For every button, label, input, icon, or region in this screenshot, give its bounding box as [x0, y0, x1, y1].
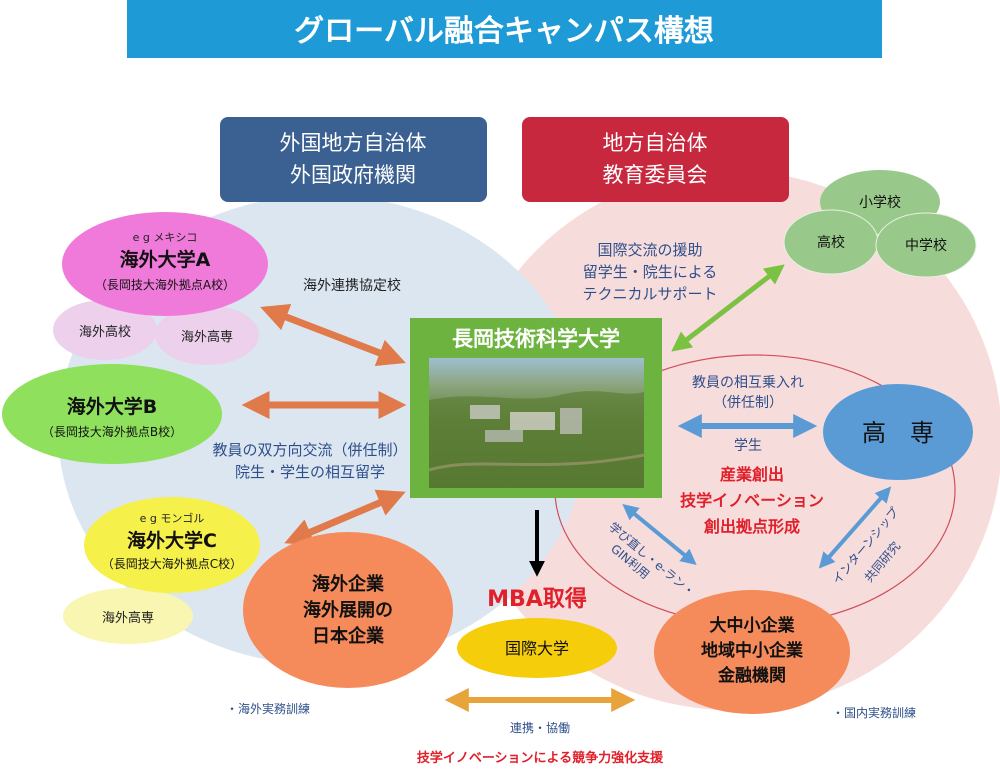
kosen-node	[823, 384, 973, 480]
univ-a-node	[62, 212, 268, 316]
overseas-high-school-label: 海外高校	[79, 324, 131, 340]
univ-b-node	[2, 364, 222, 464]
elementary-school-label: 小学校	[859, 194, 901, 211]
page-title: グローバル融合キャンパス構想	[294, 14, 714, 49]
overseas-high-school-node	[53, 300, 157, 360]
support-text-line2: 留学生・院生による	[583, 263, 718, 281]
intl-univ-label: 国際大学	[505, 639, 569, 658]
junior-high-school-node	[875, 212, 977, 278]
univ-a-eg: e g メキシコ	[133, 231, 198, 244]
arrow-univ-c	[284, 489, 406, 546]
collaboration-label: 連携・協働	[510, 720, 570, 735]
arrow-relearning	[622, 503, 697, 566]
overseas-kosen-label-2: 海外高専	[102, 610, 154, 626]
high-school-label: 高校	[817, 234, 845, 251]
arrow-schools	[671, 264, 785, 352]
overseas-kosen-node-2	[63, 588, 193, 644]
local-gov-box	[522, 117, 789, 202]
competitiveness-caption: 技学イノベーションによる競争力強化支援	[417, 750, 664, 766]
univ-b-name: 海外大学B	[67, 395, 157, 418]
smes-line2: 地域中小企業	[701, 640, 803, 661]
local-gov-line1: 地方自治体	[603, 131, 708, 155]
faculty-exchange-line1: 教員の相互乗入れ	[692, 375, 804, 391]
overseas-companies-line3: 日本企業	[312, 625, 385, 647]
arrow-univ-a	[260, 303, 406, 367]
kosen-label: 高 専	[862, 419, 934, 447]
univ-b-sub: （長岡技大海外拠点B校）	[42, 424, 182, 439]
foreign-gov-line1: 外国地方自治体	[280, 131, 427, 155]
intl-univ-node	[457, 618, 617, 678]
univ-c-node	[84, 497, 260, 593]
univ-a-name: 海外大学A	[120, 248, 211, 271]
overseas-companies-line1: 海外企業	[312, 573, 385, 595]
smes-node	[654, 590, 850, 714]
cooperation-agreement-label: 海外連携協定校	[303, 277, 401, 294]
innovation-line1: 産業創出	[720, 465, 784, 484]
exchange-text-line2: 院生・学生の相互留学	[235, 463, 385, 481]
smes-line1: 大中小企業	[710, 615, 795, 636]
univ-c-sub: （長岡技大海外拠点C校）	[102, 556, 242, 571]
foreign-gov-line2: 外国政府機関	[290, 163, 416, 187]
support-text-line1: 国際交流の援助	[597, 241, 702, 259]
overseas-kosen-label-1: 海外高専	[181, 329, 233, 345]
overseas-kosen-node-1	[155, 305, 259, 365]
univ-c-eg: e g モンゴル	[140, 511, 205, 525]
foreign-gov-box	[220, 117, 487, 202]
junior-high-school-label: 中学校	[905, 237, 947, 254]
campus-photo	[428, 358, 645, 488]
univ-c-name: 海外大学C	[127, 529, 217, 552]
overseas-companies-node	[243, 532, 453, 688]
faculty-exchange-line2: （併任制）	[713, 395, 783, 411]
arrow-internship	[818, 486, 892, 569]
overseas-training-label: ・海外実務訓練	[226, 701, 310, 716]
innovation-line3: 創出拠点形成	[703, 517, 800, 536]
students-label: 学生	[734, 438, 762, 454]
title-banner	[127, 0, 882, 58]
exchange-text-line1: 教員の双方向交流（併任制）	[212, 441, 407, 459]
center-univ-name: 長岡技術科学大学	[452, 327, 620, 351]
right-region	[458, 170, 1000, 710]
innovation-line2: 技学イノベーション	[680, 491, 824, 510]
domestic-training-label: ・国内実務訓練	[832, 705, 916, 720]
mba-label: MBA取得	[487, 586, 587, 612]
support-text-line3: テクニカルサポート	[582, 285, 717, 303]
smes-line3: 金融機関	[717, 665, 786, 686]
overseas-companies-line2: 海外展開の	[303, 599, 393, 621]
univ-a-sub: （長岡技大海外拠点A校）	[95, 277, 235, 292]
local-gov-line2: 教育委員会	[603, 163, 708, 187]
